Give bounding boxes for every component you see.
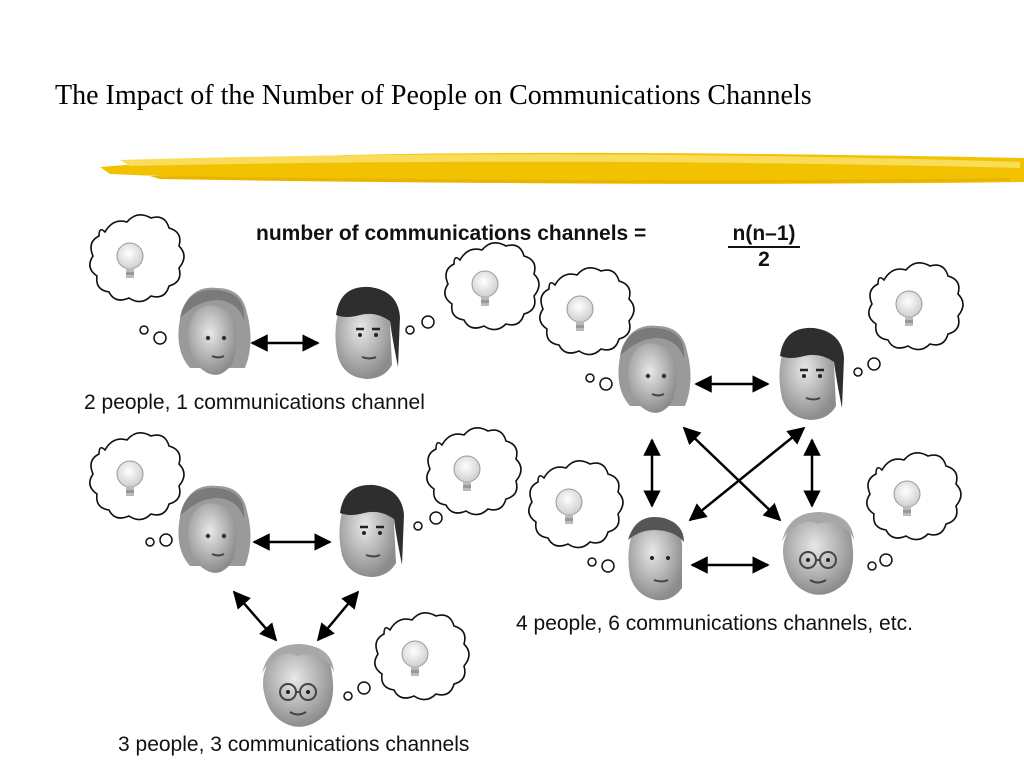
thought-bubble-lightbulb-icon xyxy=(867,261,964,351)
formula-denominator: 2 xyxy=(758,248,770,271)
double-arrow-icon xyxy=(688,426,806,522)
slide-title: The Impact of the Number of People on Co… xyxy=(55,80,812,111)
man-head-icon xyxy=(338,483,406,579)
man-head-icon xyxy=(334,285,402,381)
double-arrow-icon xyxy=(232,590,278,642)
man-head-icon xyxy=(778,326,846,422)
caption-four-people: 4 people, 6 communications channels, etc… xyxy=(516,612,913,635)
group-three-people xyxy=(89,426,522,728)
caption-three-people: 3 people, 3 communications channels xyxy=(118,733,470,756)
formula-label: number of communications channels = xyxy=(256,222,647,245)
yellow-brush-stroke xyxy=(100,152,1024,184)
thought-bubble-lightbulb-icon xyxy=(425,426,522,516)
thought-bubble-lightbulb-icon xyxy=(538,266,635,356)
thought-bubble-lightbulb-icon xyxy=(527,459,624,549)
woman-head-icon xyxy=(177,484,252,574)
thought-bubble-lightbulb-icon xyxy=(443,242,540,331)
woman-head-icon xyxy=(177,286,252,376)
thought-bubble-lightbulb-icon xyxy=(373,611,470,701)
double-arrow-icon xyxy=(316,590,360,642)
formula-numerator: n(n–1) xyxy=(728,222,800,248)
formula-fraction: n(n–1) 2 xyxy=(728,222,800,272)
group-two-people xyxy=(89,214,540,381)
older-man-glasses-icon xyxy=(261,643,335,728)
double-arrow-icon xyxy=(682,426,782,522)
older-man-glasses-icon xyxy=(781,511,855,596)
woman-head-icon xyxy=(617,324,692,414)
group-four-people xyxy=(527,261,964,602)
thought-bubble-lightbulb-icon xyxy=(89,214,185,303)
man-head-icon xyxy=(627,515,685,602)
thought-bubble-lightbulb-icon xyxy=(865,451,962,541)
thought-bubble-lightbulb-icon xyxy=(89,431,185,521)
caption-two-people: 2 people, 1 communications channel xyxy=(84,391,425,414)
